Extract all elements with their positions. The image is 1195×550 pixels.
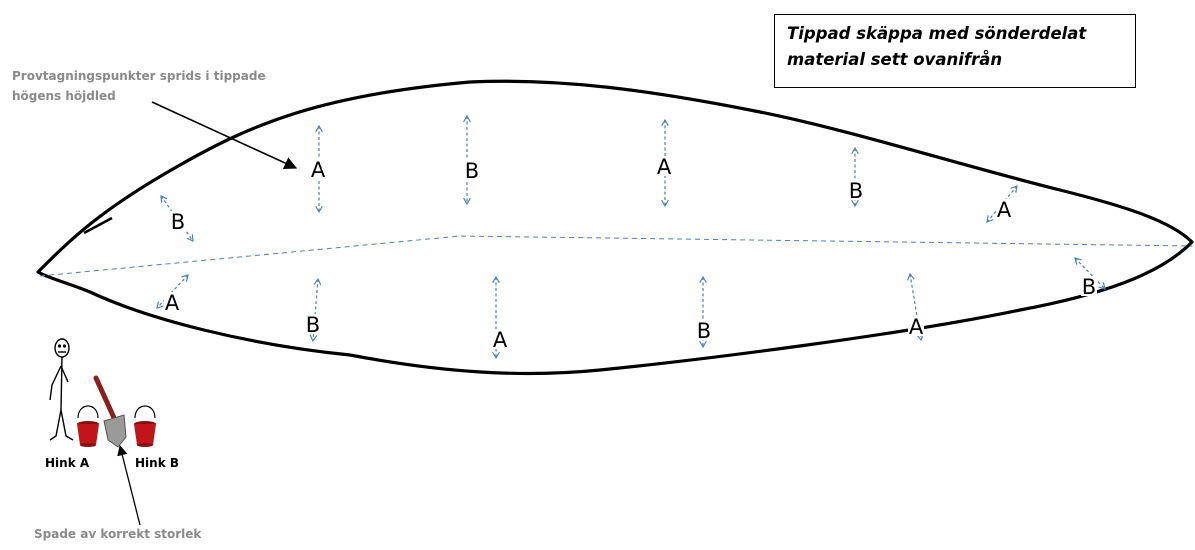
sample-point-label-bg bbox=[170, 211, 186, 231]
sample-point-upper-1: B bbox=[160, 195, 194, 242]
shovel-label: Spade av korrekt storlek bbox=[34, 527, 202, 541]
sample-point-label: A bbox=[909, 315, 924, 339]
sample-point-lower-1: A bbox=[156, 274, 189, 315]
sample-point-label: B bbox=[697, 319, 711, 343]
person-icon bbox=[49, 338, 74, 441]
annotation-line-1: Provtagningspunkter sprids i tippade bbox=[12, 69, 266, 83]
sample-point-label: B bbox=[1082, 275, 1096, 299]
sample-point-label-bg bbox=[310, 159, 326, 179]
sample-point-arrow bbox=[156, 274, 189, 309]
sample-point-label-bg bbox=[656, 156, 672, 176]
bucket-b-icon bbox=[134, 405, 156, 447]
sample-point-label-bg bbox=[908, 316, 924, 336]
annotation-pointer-arrow bbox=[151, 101, 298, 170]
sample-point-label-bg bbox=[164, 292, 180, 312]
sample-point-label: A bbox=[493, 328, 508, 352]
annotation-text: Provtagningspunkter sprids i tippade hög… bbox=[12, 66, 266, 106]
sample-point-label: B bbox=[849, 179, 863, 203]
sample-point-label: A bbox=[311, 158, 326, 182]
bucket-a-icon bbox=[77, 405, 99, 447]
heap-ridge-line bbox=[39, 235, 1193, 277]
sample-point-upper-5: B bbox=[848, 146, 864, 208]
shovel-icon bbox=[93, 375, 127, 448]
sample-point-label: B bbox=[171, 210, 185, 234]
sample-point-lower-4: B bbox=[696, 275, 712, 349]
heap-outline bbox=[36, 79, 1194, 376]
sample-point-lower-2: B bbox=[305, 277, 322, 343]
sample-points: B A B A B A A B A B A B bbox=[156, 114, 1106, 360]
sample-point-arrow bbox=[1074, 257, 1106, 290]
sample-point-upper-4: A bbox=[656, 118, 672, 208]
sample-point-label-bg bbox=[464, 160, 480, 180]
sample-point-lower-6: B bbox=[1074, 257, 1106, 299]
sample-point-lower-3: A bbox=[492, 275, 508, 360]
title-line-2: material sett ovanifrån bbox=[787, 50, 1003, 69]
sample-point-label-bg bbox=[996, 199, 1012, 219]
bucket-a-label: Hink A bbox=[45, 456, 90, 470]
sample-point-label-bg bbox=[305, 314, 321, 334]
sample-point-label: A bbox=[165, 291, 180, 315]
bucket-b-label: Hink B bbox=[135, 456, 180, 470]
sample-point-upper-2: A bbox=[310, 124, 326, 214]
sample-point-upper-3: B bbox=[463, 114, 480, 206]
sample-point-label: B bbox=[306, 313, 320, 337]
sample-point-label-bg bbox=[492, 329, 508, 349]
sample-point-label: B bbox=[465, 159, 479, 183]
sample-point-lower-5: A bbox=[907, 272, 924, 342]
sample-point-label-bg bbox=[1081, 276, 1097, 296]
sample-point-label: A bbox=[657, 155, 672, 179]
heap-outline-mark bbox=[83, 216, 113, 235]
annotation-line-2: högens höjdled bbox=[12, 89, 116, 103]
shovel-pointer-arrow bbox=[117, 444, 141, 526]
sample-point-label-bg bbox=[696, 320, 712, 340]
sample-point-upper-6: A bbox=[986, 185, 1018, 223]
sample-point-label-bg bbox=[848, 180, 864, 200]
diagram-title-box: Tippad skäppa med sönderdelat material s… bbox=[774, 14, 1136, 88]
title-line-1: Tippad skäppa med sönderdelat bbox=[787, 24, 1087, 43]
sample-point-label: A bbox=[997, 198, 1012, 222]
